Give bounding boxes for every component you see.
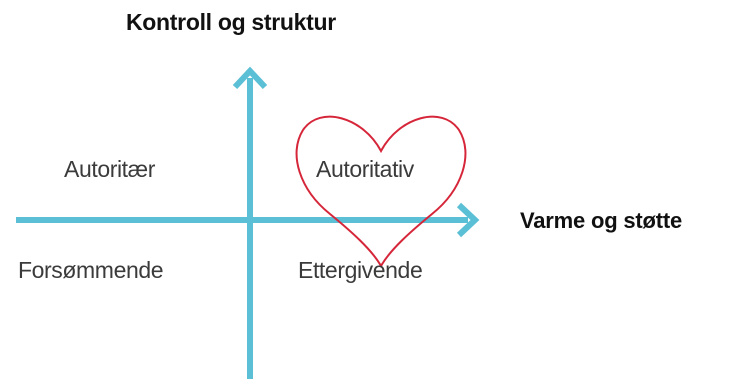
y-axis-title: Kontroll og struktur [126,9,336,35]
quadrant-label-top-right: Autoritativ [316,156,414,182]
heart-outline-icon [295,115,467,269]
quadrant-label-top-left: Autoritær [64,156,155,182]
x-axis-title: Varme og støtte [520,208,683,233]
quadrant-label-bottom-left: Forsømmende [18,257,164,283]
y-axis-arrowhead [232,66,268,90]
quadrant-label-bottom-right: Ettergivende [298,257,423,283]
x-axis-arrowhead [456,202,480,238]
